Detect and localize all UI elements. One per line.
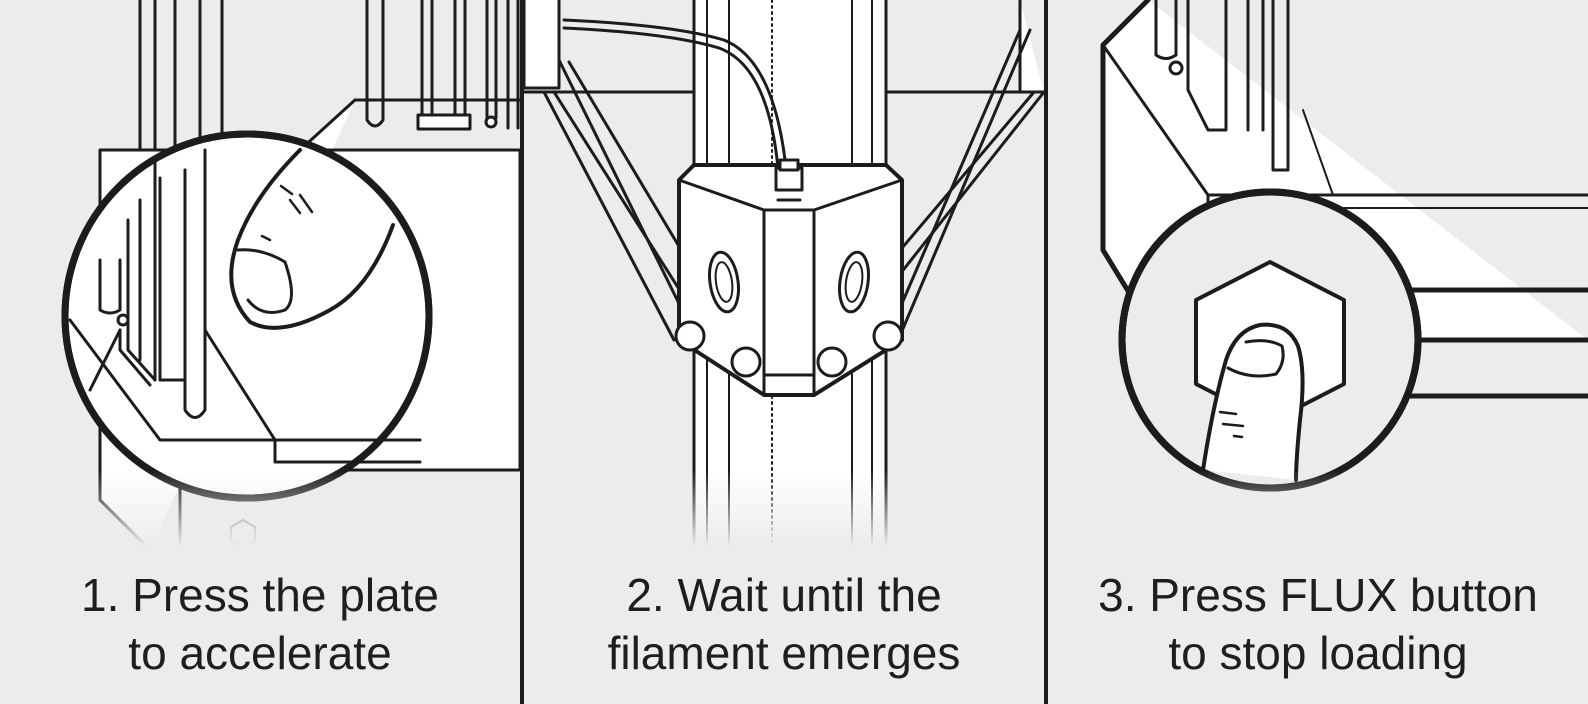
step-3-panel: 3. Press FLUX button to stop loading [1048, 0, 1588, 704]
step-1-caption: 1. Press the plate to accelerate [0, 566, 520, 682]
step-2-caption-line-1: 2. Wait until the [524, 566, 1044, 624]
bottom-fade [524, 470, 1044, 560]
bottom-fade [1048, 470, 1588, 560]
step-2-caption-line-2: filament emerges [524, 624, 1044, 682]
step-3-caption: 3. Press FLUX button to stop loading [1048, 566, 1588, 682]
step-1-caption-line-2: to accelerate [0, 624, 520, 682]
step-3-caption-line-2: to stop loading [1048, 624, 1588, 682]
step-3-caption-line-1: 3. Press FLUX button [1048, 566, 1588, 624]
step-2-caption: 2. Wait until the filament emerges [524, 566, 1044, 682]
step-1-panel: 1. Press the plate to accelerate [0, 0, 520, 704]
bottom-fade [0, 470, 520, 560]
step-1-caption-line-1: 1. Press the plate [0, 566, 520, 624]
step-2-panel: 2. Wait until the filament emerges [524, 0, 1044, 704]
